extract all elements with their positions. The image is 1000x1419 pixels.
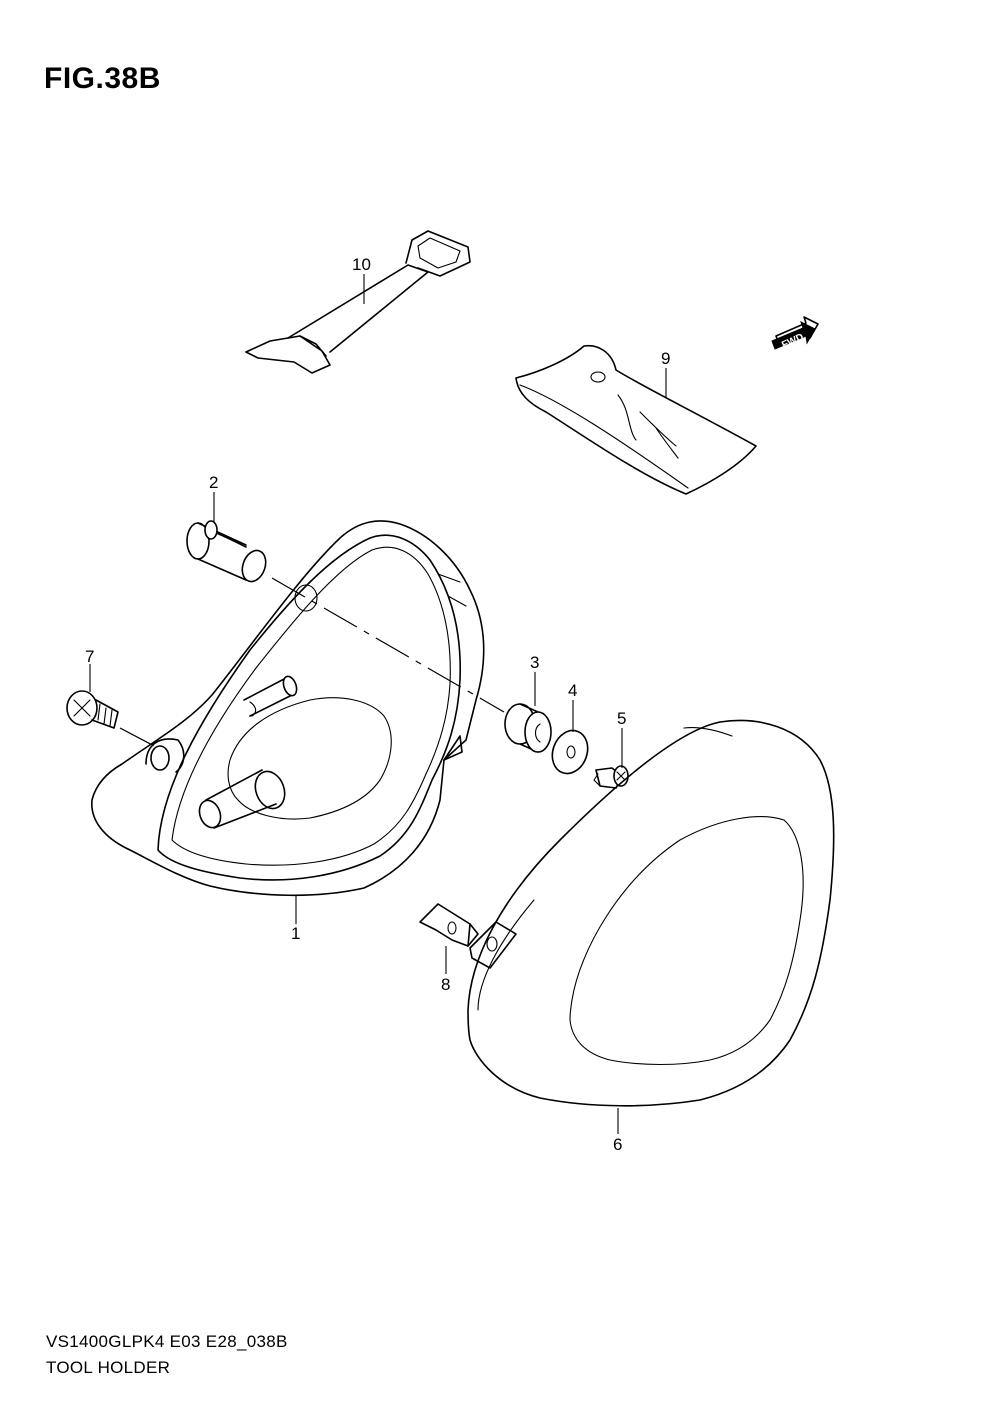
model-code: VS1400GLPK4 E03 E28_038B xyxy=(46,1332,288,1351)
part-6-cover xyxy=(467,719,835,1107)
callout-7: 7 xyxy=(85,647,94,666)
callout-6: 6 xyxy=(613,1135,622,1154)
part-4-washer xyxy=(551,729,589,775)
section-name: TOOL HOLDER xyxy=(46,1358,171,1377)
part-3-grommet xyxy=(504,703,552,753)
figure-title: FIG.38B xyxy=(44,62,161,95)
callout-10: 10 xyxy=(352,255,371,274)
alignment-line-2-3 xyxy=(271,577,505,713)
callout-9: 9 xyxy=(661,349,670,368)
callout-2: 2 xyxy=(209,473,218,492)
part-1-case xyxy=(91,520,485,897)
callout-1: 1 xyxy=(291,924,300,943)
callout-4: 4 xyxy=(568,681,577,700)
part-9-tool-bag xyxy=(515,344,757,495)
part-5-screw xyxy=(593,765,629,789)
part-2-collar xyxy=(186,520,267,583)
callout-5: 5 xyxy=(617,709,626,728)
fwd-arrow-icon: FWD xyxy=(771,316,819,351)
part-7-screw xyxy=(66,690,119,729)
callout-3: 3 xyxy=(530,653,539,672)
part-10-strap xyxy=(245,230,471,374)
callout-8: 8 xyxy=(441,975,450,994)
part-8-clip-nut xyxy=(419,903,517,969)
